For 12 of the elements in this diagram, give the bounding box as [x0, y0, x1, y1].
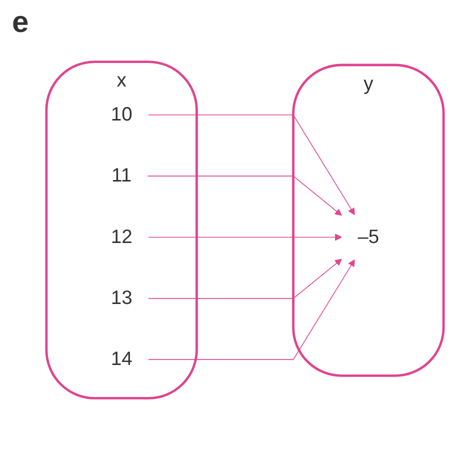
arrow: [147, 176, 342, 216]
arrow: [148, 234, 342, 241]
arrow: [148, 114, 355, 216]
node-text: 12: [110, 226, 132, 248]
node-text: 14: [110, 348, 132, 370]
node-text: 11: [112, 164, 132, 187]
panel-letter: e: [12, 6, 29, 40]
node-text: 10: [110, 104, 132, 126]
node-text: 13: [110, 287, 132, 309]
arrow: [148, 258, 342, 299]
arrow: [148, 259, 355, 360]
node-text: –5: [358, 226, 380, 248]
